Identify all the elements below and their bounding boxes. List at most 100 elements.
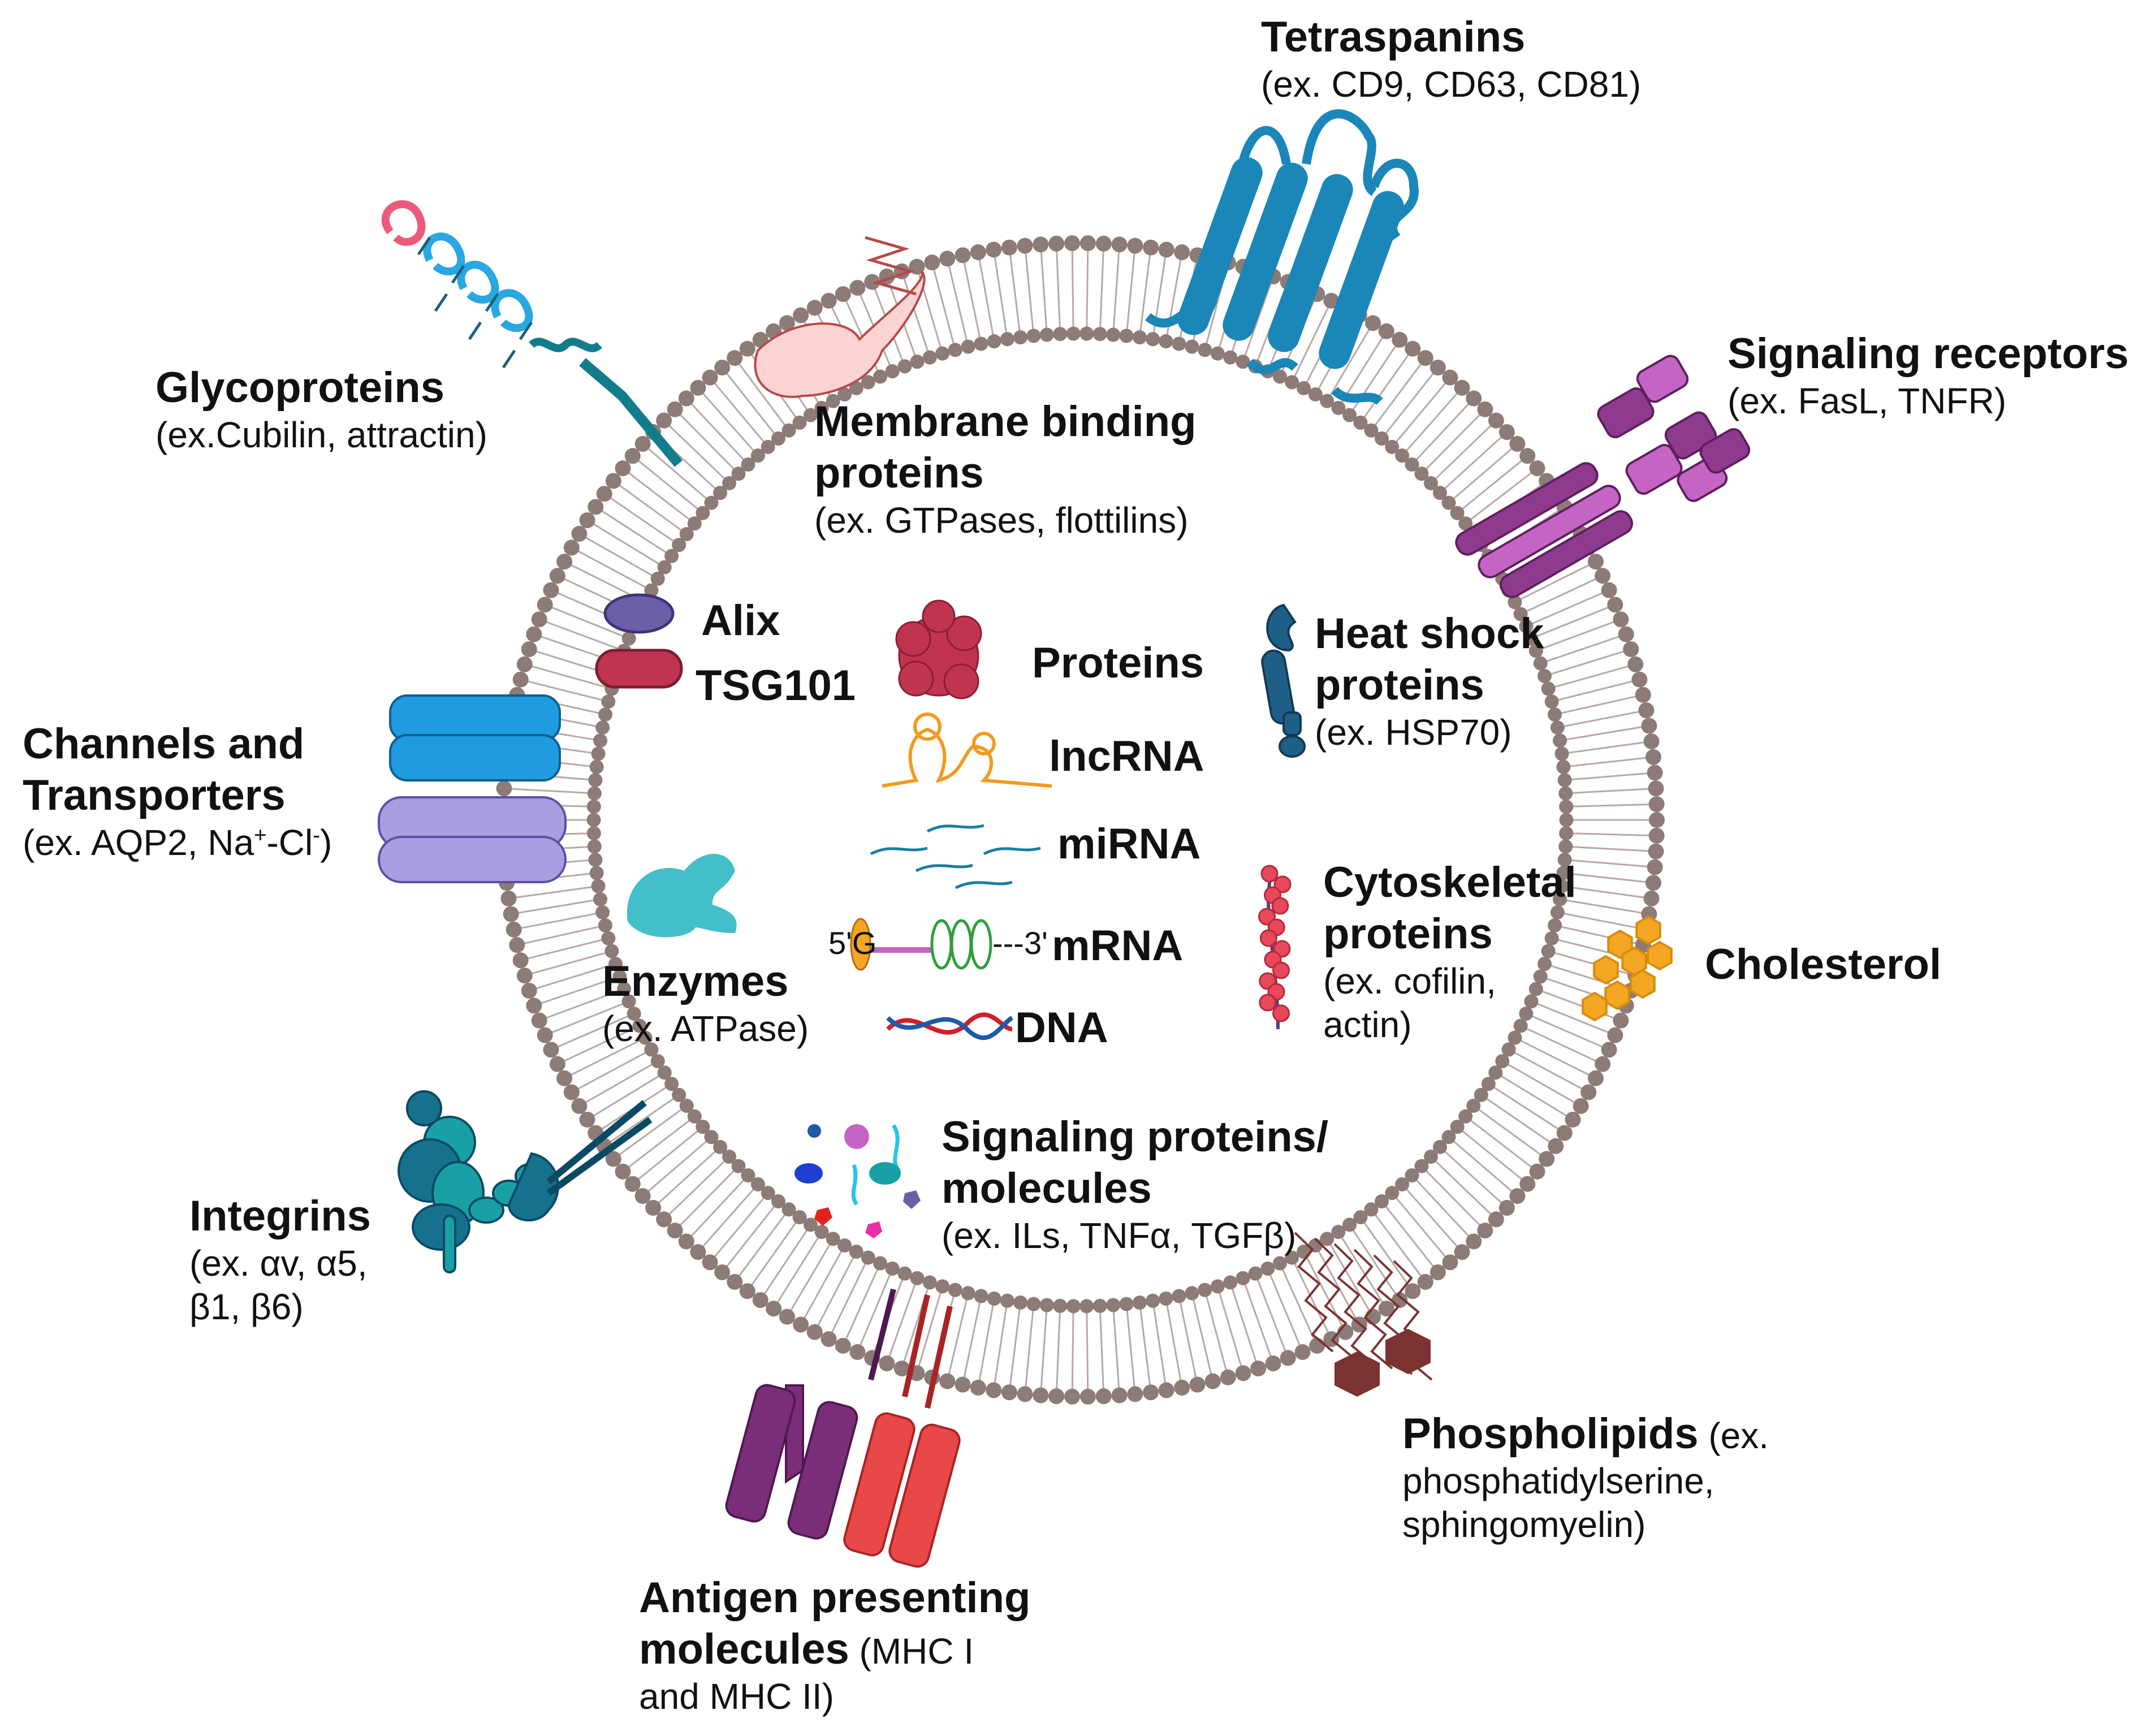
label-channels: Channels and Transporters (ex. AQP2, Na+…: [23, 718, 332, 865]
lipid-head: [987, 334, 1001, 349]
lipid-head: [1648, 827, 1665, 844]
cytoskeletal-title-2: proteins: [1323, 910, 1493, 958]
lipid-tail: [545, 990, 618, 1019]
lipid-tail: [738, 1214, 786, 1277]
lipid-head: [1294, 1344, 1311, 1361]
lipid-tail: [637, 1130, 698, 1181]
lipid-head: [1477, 401, 1493, 417]
lipid-tail: [1501, 1075, 1568, 1117]
lipid-tail: [1374, 1214, 1422, 1277]
lipid-head: [516, 968, 533, 984]
lipid-head: [1064, 235, 1081, 252]
lipid-head: [702, 369, 718, 386]
lipid-tail: [1470, 472, 1532, 520]
lipid-head: [667, 1223, 683, 1239]
cytoskeletal-sub-2: actin): [1323, 1004, 1412, 1046]
lipid-head: [1001, 239, 1017, 256]
lipid-tail: [1244, 1284, 1272, 1358]
lipid-tail: [1493, 1086, 1560, 1130]
lipid-head: [657, 1065, 672, 1080]
lipid-head: [657, 560, 672, 575]
lipid-head: [1174, 1379, 1190, 1396]
lipid-head: [837, 387, 852, 402]
lipid-head: [1172, 336, 1186, 351]
lipid-tail: [1406, 392, 1458, 451]
lipid-head: [970, 244, 986, 261]
lipid-head: [664, 549, 679, 563]
lipid-head: [806, 1324, 823, 1340]
lipid-head: [1423, 1150, 1438, 1164]
lipid-tail: [1009, 254, 1021, 331]
lipid-head: [509, 937, 525, 953]
lipid-tail: [1532, 592, 1604, 624]
lipid-tail: [932, 269, 955, 344]
lipid-tail: [515, 886, 592, 899]
lipid-head: [1513, 1018, 1528, 1033]
lipid-head: [1454, 1244, 1470, 1260]
lipid-tail: [1232, 1288, 1257, 1363]
label-cytoskeletal: Cytoskeletal proteins (ex. cofilin, acti…: [1323, 857, 1577, 1047]
phospholipids-sub-2: sphingomyelin): [1402, 1504, 1646, 1545]
lipid-tail: [1568, 886, 1645, 899]
lipid-head: [604, 944, 619, 958]
lipid-tail: [1099, 250, 1104, 327]
lipid-head: [1185, 339, 1199, 354]
lipid-head: [955, 1376, 971, 1393]
lipid-head: [939, 251, 956, 267]
lipid-tail: [1532, 1016, 1604, 1048]
lipid-head: [1548, 918, 1562, 932]
lipid-tail: [1071, 1312, 1074, 1390]
lipid-head: [1580, 1084, 1597, 1100]
lipid-head: [1280, 1350, 1296, 1366]
lipid-tail: [592, 522, 659, 565]
phospholipid-tail: [1353, 1249, 1393, 1370]
lipid-tail: [1558, 680, 1634, 701]
lipid-head: [986, 1382, 1002, 1398]
lipid-head: [885, 1261, 900, 1276]
lipid-tail: [551, 1003, 623, 1034]
lipid-head: [986, 241, 1002, 258]
channels-sub: (ex. AQP2, Na+-Cl-): [23, 821, 332, 865]
tsg101-icon: [595, 649, 683, 689]
mrna-g-label: G: [852, 925, 877, 961]
lipid-head: [605, 1151, 621, 1167]
lipid-head: [1092, 327, 1107, 342]
lipid-head: [713, 486, 728, 500]
lipid-head: [1638, 702, 1655, 719]
lipid-tail: [618, 1109, 682, 1156]
lipid-head: [1378, 1301, 1394, 1317]
lipid-head: [924, 254, 940, 271]
membrane-binding-sub: (ex. GTPases, flottilins): [814, 500, 1189, 541]
tetraspanins-sub: (ex. CD9, CD63, CD81): [1261, 64, 1642, 105]
integrins-sub-2: β1, β6): [189, 1286, 304, 1327]
cargo-mrna-5prime: 5'G: [828, 927, 876, 959]
lipid-head: [837, 1238, 852, 1253]
lipid-head: [727, 1273, 743, 1290]
lipid-head: [1509, 1188, 1526, 1204]
lipid-tail: [994, 1307, 1007, 1384]
lipid-head: [667, 401, 683, 417]
lipid-tail: [1025, 1310, 1034, 1388]
lipid-head: [750, 1177, 765, 1191]
lipid-tail: [545, 621, 618, 650]
lipid-head: [1537, 668, 1552, 683]
lipid-tail: [540, 978, 614, 1004]
antigen-title-2: molecules: [639, 1625, 849, 1674]
phospholipids-sub-inline: (ex.: [1698, 1415, 1769, 1456]
lipid-tail: [520, 913, 597, 930]
lipid-head: [1364, 1202, 1379, 1217]
phospholipids-sub-1: phosphatidylserine,: [1402, 1461, 1715, 1502]
lipid-head: [589, 866, 604, 880]
cholesterol-title: Cholesterol: [1705, 940, 1942, 988]
lipid-tail: [1566, 899, 1643, 914]
alix-icon: [603, 593, 675, 634]
lipid-tail: [859, 1274, 891, 1346]
lipid-head: [1557, 773, 1572, 788]
lipid-head: [503, 906, 519, 922]
lipid-head: [664, 1077, 679, 1091]
lipid-head: [571, 526, 588, 542]
lipid-head: [1132, 330, 1147, 344]
lipid-head: [1405, 340, 1421, 357]
lipid-head: [702, 1254, 718, 1271]
lipid-head: [939, 1373, 956, 1389]
